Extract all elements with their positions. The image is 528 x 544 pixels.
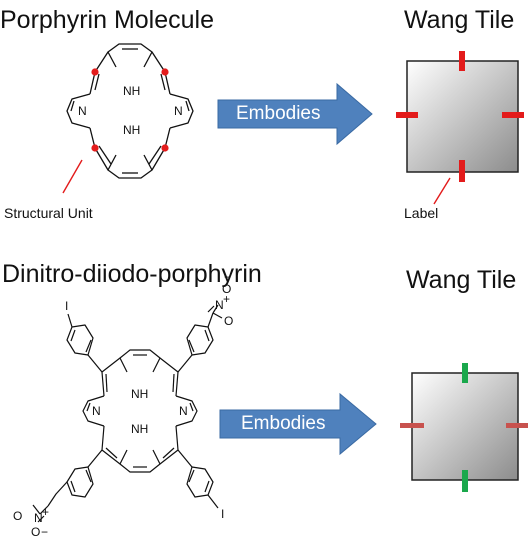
label-right-edge-red	[506, 423, 528, 428]
embodies-label-top: Embodies	[236, 103, 321, 124]
wang-tile-top	[406, 60, 519, 173]
nitro-o-minus-top: O	[222, 282, 232, 296]
nitro-plus-top: +	[223, 292, 231, 306]
label-callout-line	[433, 177, 451, 205]
embodies-arrow-bottom	[219, 392, 377, 456]
nitro-o-minus-bottom: O	[31, 525, 41, 539]
atom-nh-top-2: NH	[131, 387, 149, 401]
structural-unit-dot	[91, 68, 99, 76]
atom-nh-bottom: NH	[123, 123, 141, 137]
structural-unit-dot	[161, 144, 169, 152]
nitro-n-bottom: N	[34, 511, 43, 525]
atom-nh-top: NH	[123, 84, 141, 98]
embodies-label-bottom: Embodies	[241, 413, 326, 434]
structural-unit-dots	[91, 68, 169, 152]
nitro-minus-bottom: −	[41, 525, 49, 539]
nitro-minus-top: −	[224, 270, 232, 284]
porphyrin-molecule	[66, 43, 194, 179]
dinitro-title: Dinitro-diiodo-porphyrin	[2, 260, 262, 288]
porphyrin-title: Porphyrin Molecule	[0, 6, 214, 34]
wang-tile-top-labels	[396, 51, 524, 182]
label-left-edge	[396, 112, 418, 118]
label-bottom-edge	[459, 160, 465, 182]
structural-unit-dot	[161, 68, 169, 76]
label-left-edge-red	[400, 423, 424, 428]
atom-iodine-top: I	[65, 299, 69, 313]
nitro-plus-bottom: +	[42, 505, 50, 519]
atom-nh-bottom-2: NH	[131, 422, 149, 436]
label-top-edge	[459, 51, 465, 71]
atom-n-left-2: N	[92, 404, 101, 418]
label-bottom-edge-green	[462, 470, 468, 492]
atom-n-left: N	[78, 104, 87, 118]
label-right-edge	[502, 112, 524, 118]
nitro-n-top: N	[215, 298, 224, 312]
nitro-o-top: O	[224, 314, 234, 328]
wang-tile-title-top: Wang Tile	[404, 6, 515, 34]
label-top-edge-green	[462, 363, 468, 383]
wang-tile-bottom	[411, 372, 519, 481]
dinitro-diiodo-porphyrin-molecule	[32, 304, 223, 523]
atom-n-right-2: N	[179, 404, 188, 418]
embodies-arrow-top	[217, 82, 373, 146]
wang-tile-title-bottom: Wang Tile	[406, 266, 517, 294]
structural-unit-label: Structural Unit	[4, 205, 93, 221]
atom-iodine-bottom: I	[221, 507, 225, 521]
structural-unit-callout-line	[62, 159, 83, 194]
atom-n-right: N	[174, 104, 183, 118]
label-caption: Label	[404, 205, 439, 221]
nitro-o-left: O	[13, 509, 23, 523]
structural-unit-dot	[91, 144, 99, 152]
